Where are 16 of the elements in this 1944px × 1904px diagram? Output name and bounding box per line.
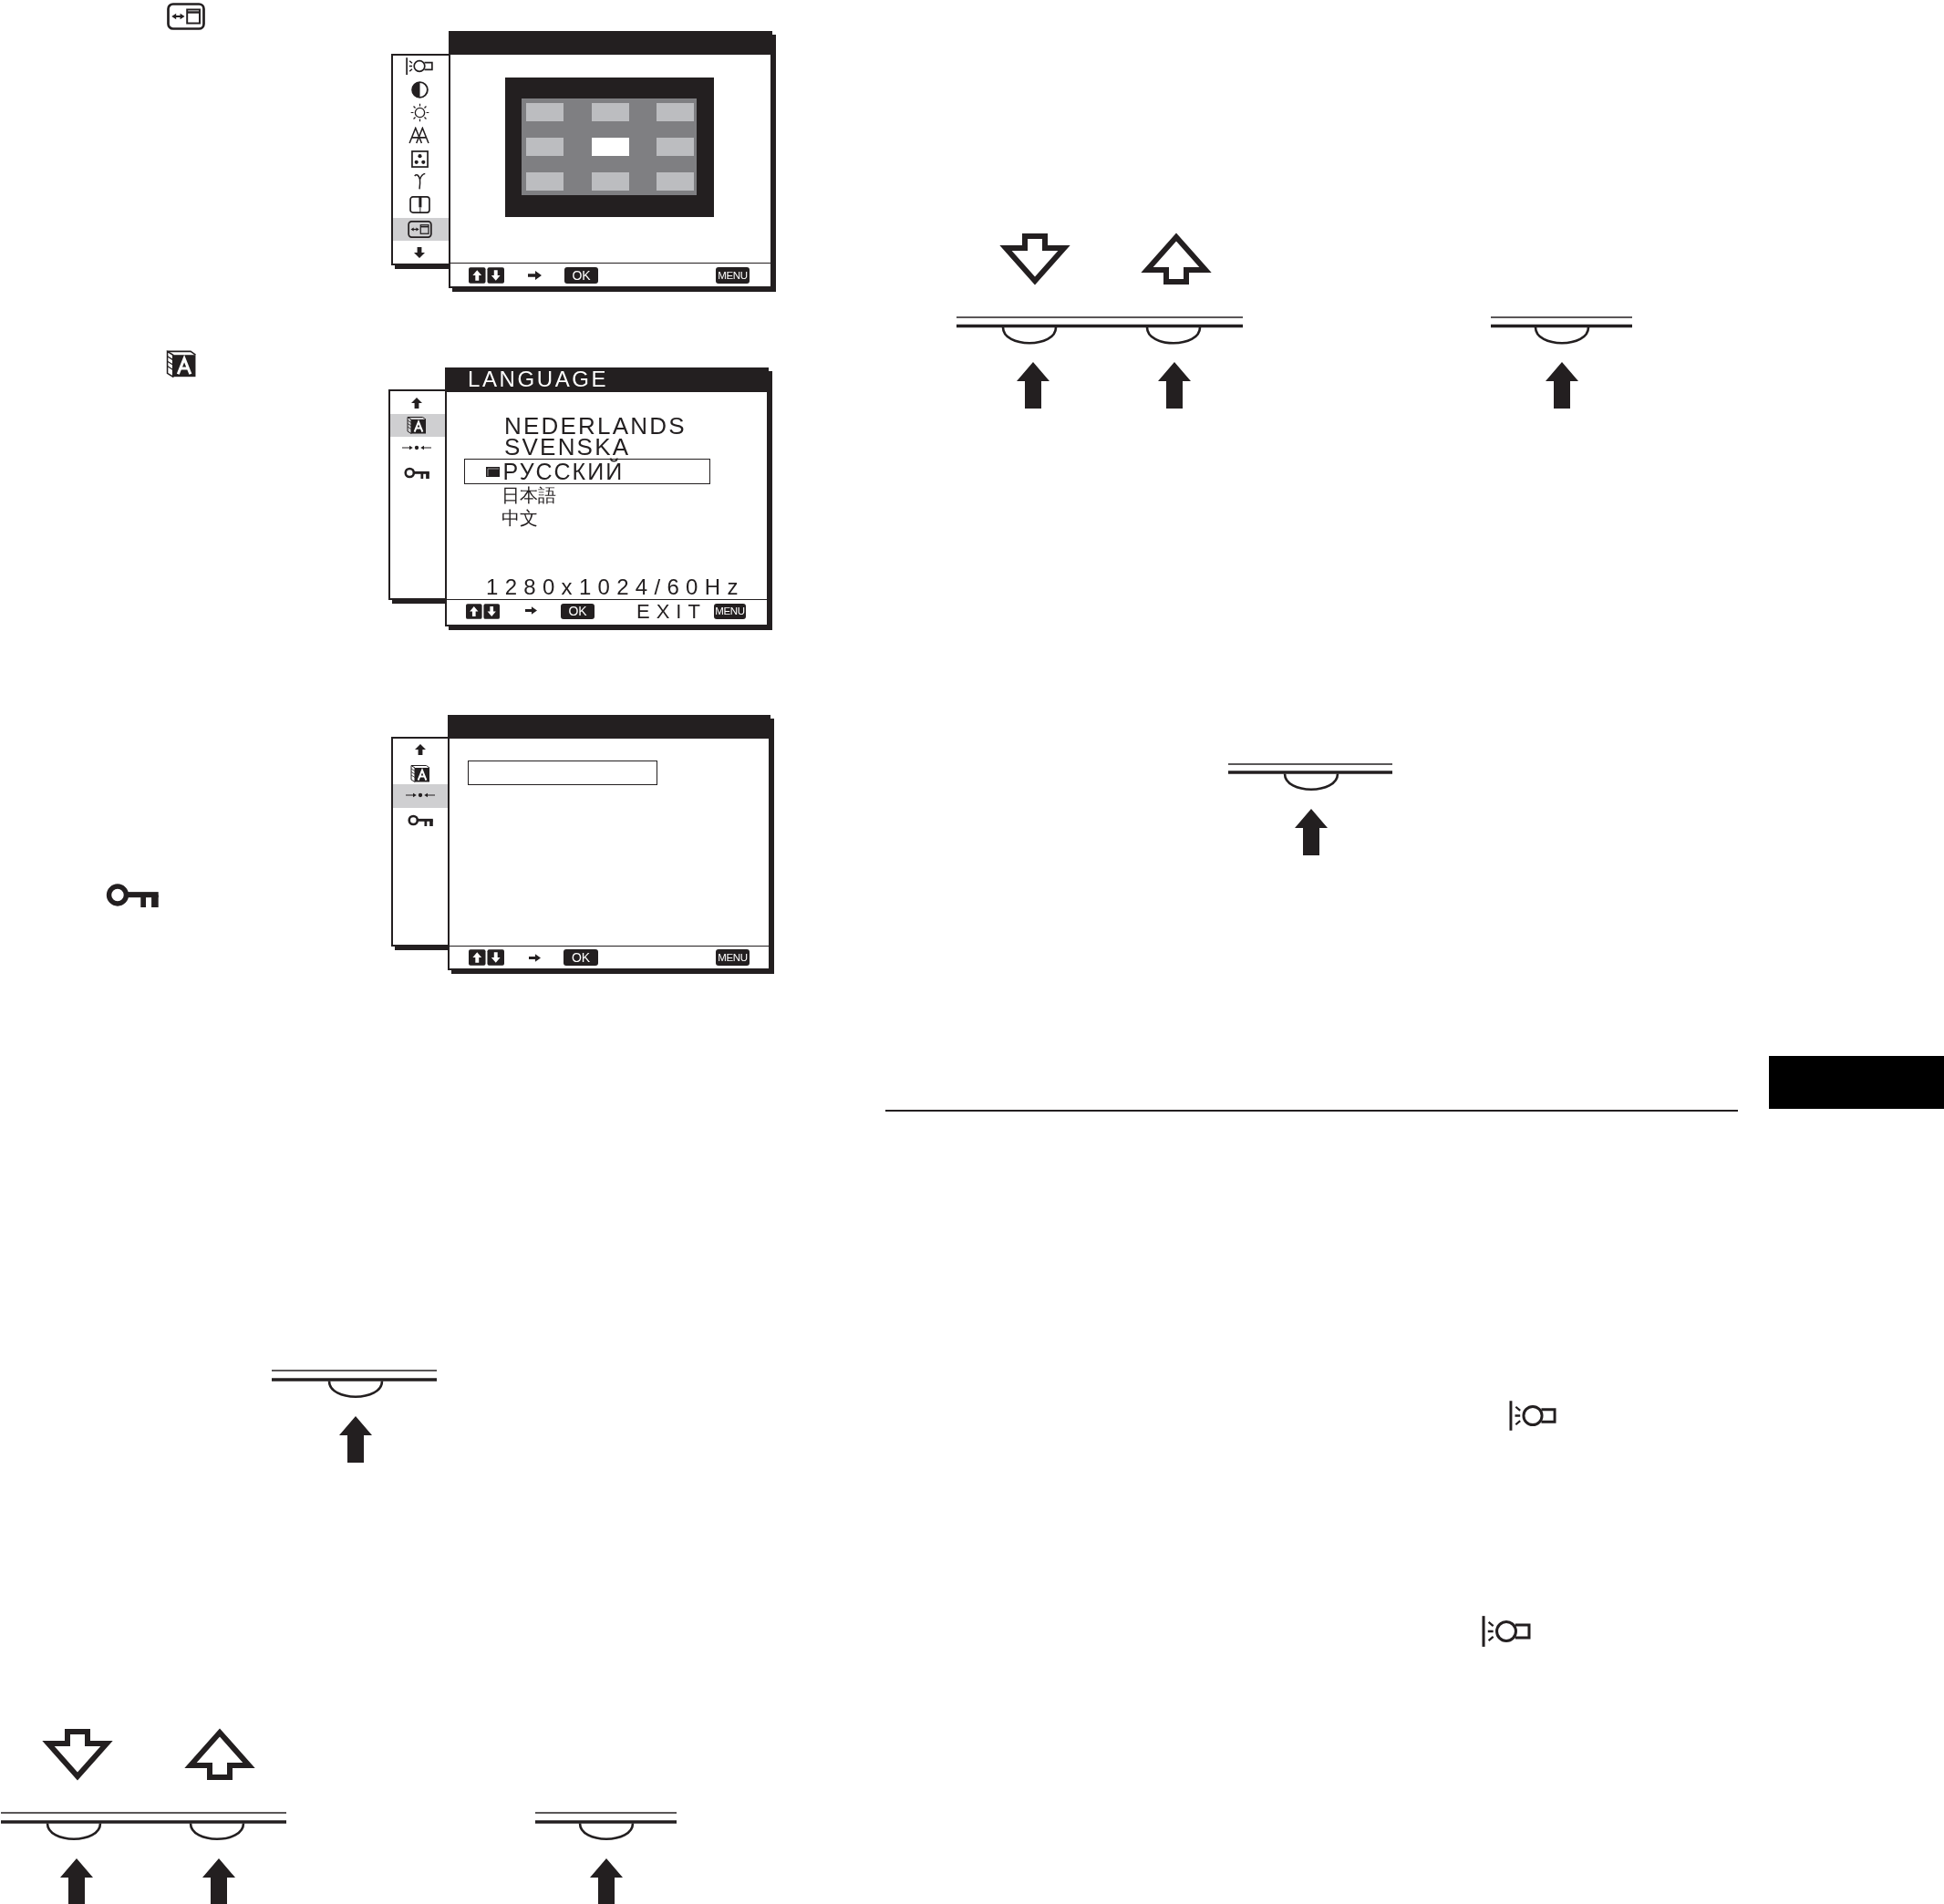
language-option: SVENSKA xyxy=(504,437,631,459)
menu-key: MENU xyxy=(716,949,750,966)
section-tab xyxy=(1769,1056,1944,1109)
exit-label: EXIT xyxy=(636,602,707,621)
menu-key: MENU xyxy=(716,267,750,284)
resolution-readout: 1280x1024/60Hz xyxy=(486,577,745,597)
ok-key: OK xyxy=(561,604,595,619)
language-option: 日本語 xyxy=(502,485,556,505)
ok-key: OK xyxy=(564,267,598,284)
selection-box xyxy=(468,761,657,785)
language-option: NEDERLANDS xyxy=(504,416,687,438)
menu-key: MENU xyxy=(714,604,746,619)
menu-title: LANGUAGE xyxy=(468,369,609,389)
language-option: 中文 xyxy=(502,508,538,528)
ok-key: OK xyxy=(564,949,598,966)
selection-box xyxy=(464,459,710,484)
